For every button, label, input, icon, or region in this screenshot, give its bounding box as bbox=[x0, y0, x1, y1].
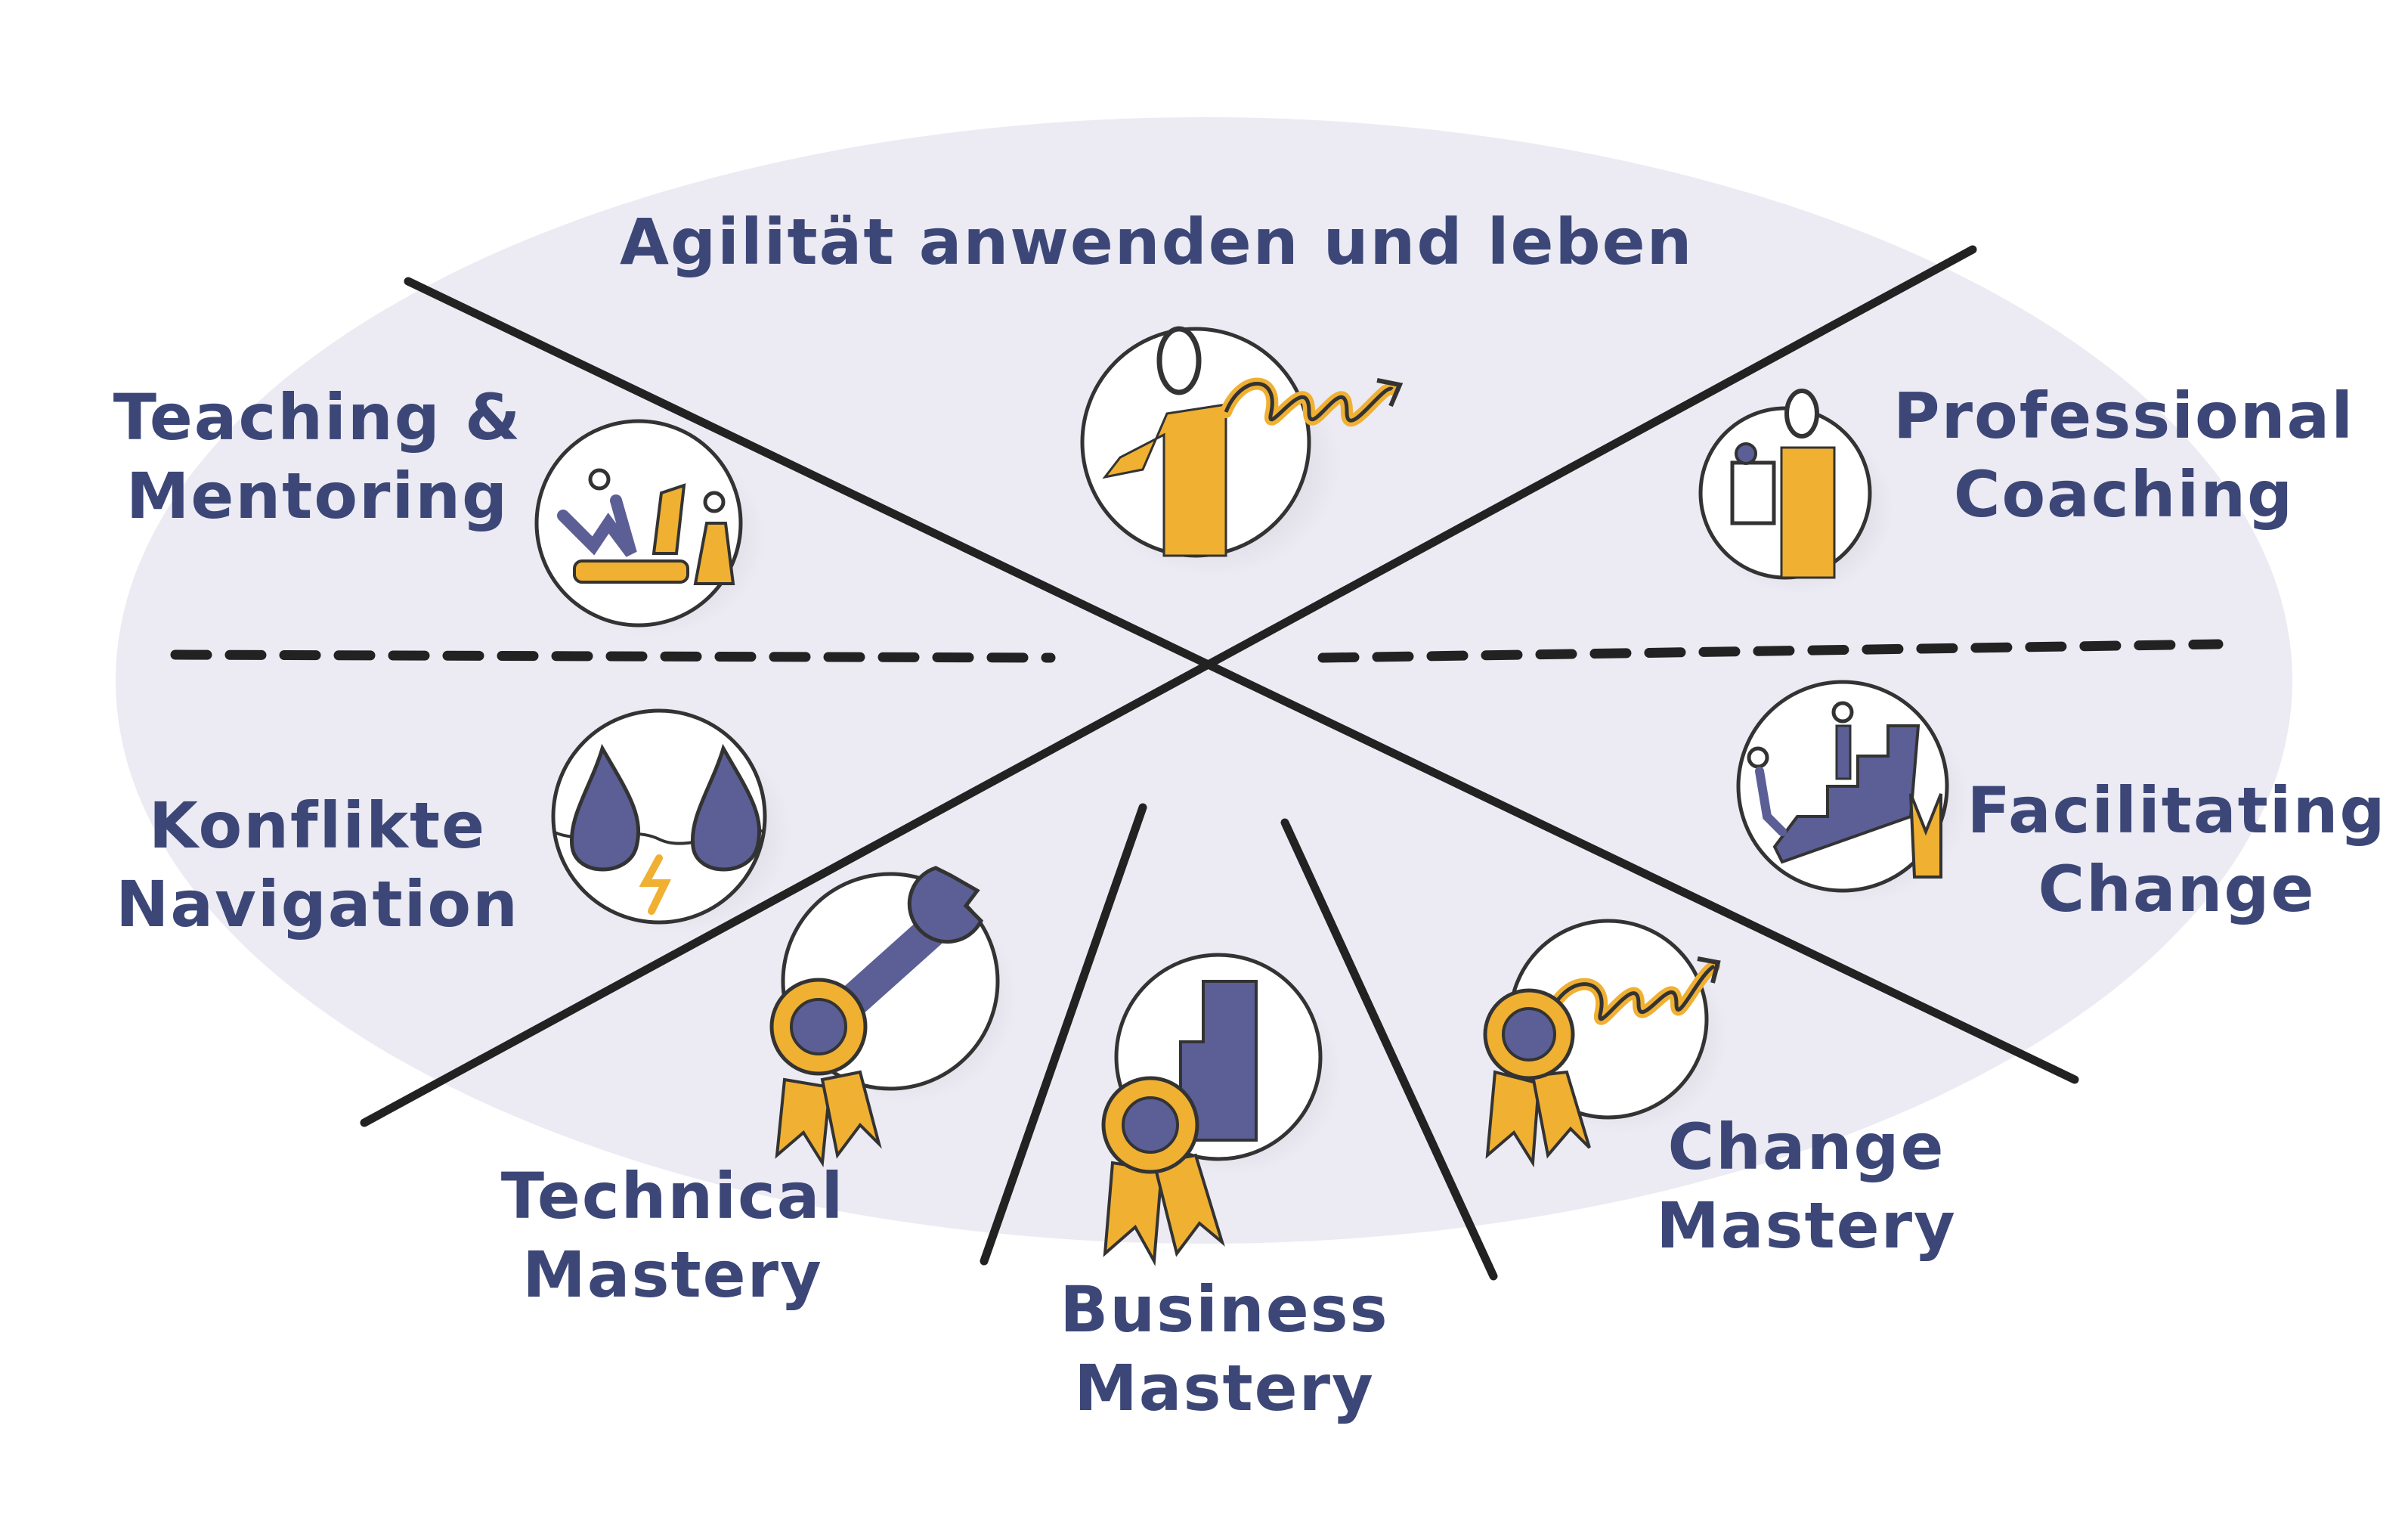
label-technical-mastery: Technical Mastery bbox=[469, 1157, 877, 1314]
label-teaching-line1: Teaching & bbox=[113, 380, 522, 454]
divider-lines bbox=[360, 245, 2079, 1281]
label-business-mastery: Business Mastery bbox=[1020, 1270, 1428, 1427]
people-climbing-stairs-icon bbox=[1736, 680, 1970, 903]
wrench-with-rosette-icon bbox=[769, 866, 1017, 1168]
label-change-line2: Mastery bbox=[1656, 1189, 1957, 1263]
dashed-divider bbox=[170, 639, 2224, 663]
label-teaching-mentoring: Teaching & Mentoring bbox=[91, 378, 544, 535]
label-change-line1: Change bbox=[1667, 1110, 1945, 1184]
label-professional-coaching: Professional Coaching bbox=[1882, 377, 2366, 534]
diagonal-line-2 bbox=[360, 245, 1977, 1127]
label-conflict-line2: Navigation bbox=[116, 867, 519, 941]
label-facilitating-change: Facilitating Change bbox=[1950, 771, 2403, 928]
dashed-line-left bbox=[170, 649, 1056, 663]
diagonal-line-1 bbox=[404, 277, 2079, 1084]
two-drops-with-lightning-icon bbox=[551, 708, 791, 934]
label-teaching-line2: Mentoring bbox=[125, 459, 509, 533]
label-business-line1: Business bbox=[1060, 1272, 1389, 1347]
teacher-and-student-icon bbox=[534, 419, 766, 637]
label-change-mastery: Change Mastery bbox=[1610, 1108, 2003, 1265]
label-agility-text: Agilität anwenden und leben bbox=[620, 205, 1694, 279]
label-konflikte-navigation: Konflikte Navigation bbox=[98, 786, 537, 944]
person-with-spiral-arrow-icon bbox=[1080, 326, 1404, 577]
dashed-line-right bbox=[1317, 639, 2224, 663]
label-business-line2: Mastery bbox=[1074, 1351, 1375, 1425]
spiral-arrow-with-rosette-icon bbox=[1483, 919, 1728, 1168]
label-technical-line1: Technical bbox=[500, 1159, 845, 1233]
label-conflict-line1: Konflikte bbox=[148, 789, 487, 863]
mastery-line-right bbox=[1280, 818, 1498, 1281]
coach-with-clipboard-icon bbox=[1698, 389, 1893, 595]
label-agility: Agilität anwenden und leben bbox=[620, 203, 1691, 281]
label-technical-line2: Mastery bbox=[522, 1238, 823, 1312]
label-facilitating-line2: Change bbox=[2038, 852, 2316, 926]
mastery-line-left bbox=[980, 803, 1147, 1266]
label-coaching-line2: Coaching bbox=[1953, 457, 2295, 532]
building-with-rosette-icon bbox=[1101, 953, 1342, 1266]
label-coaching-line1: Professional bbox=[1893, 379, 2354, 453]
label-facilitating-line1: Facilitating bbox=[1967, 773, 2387, 848]
